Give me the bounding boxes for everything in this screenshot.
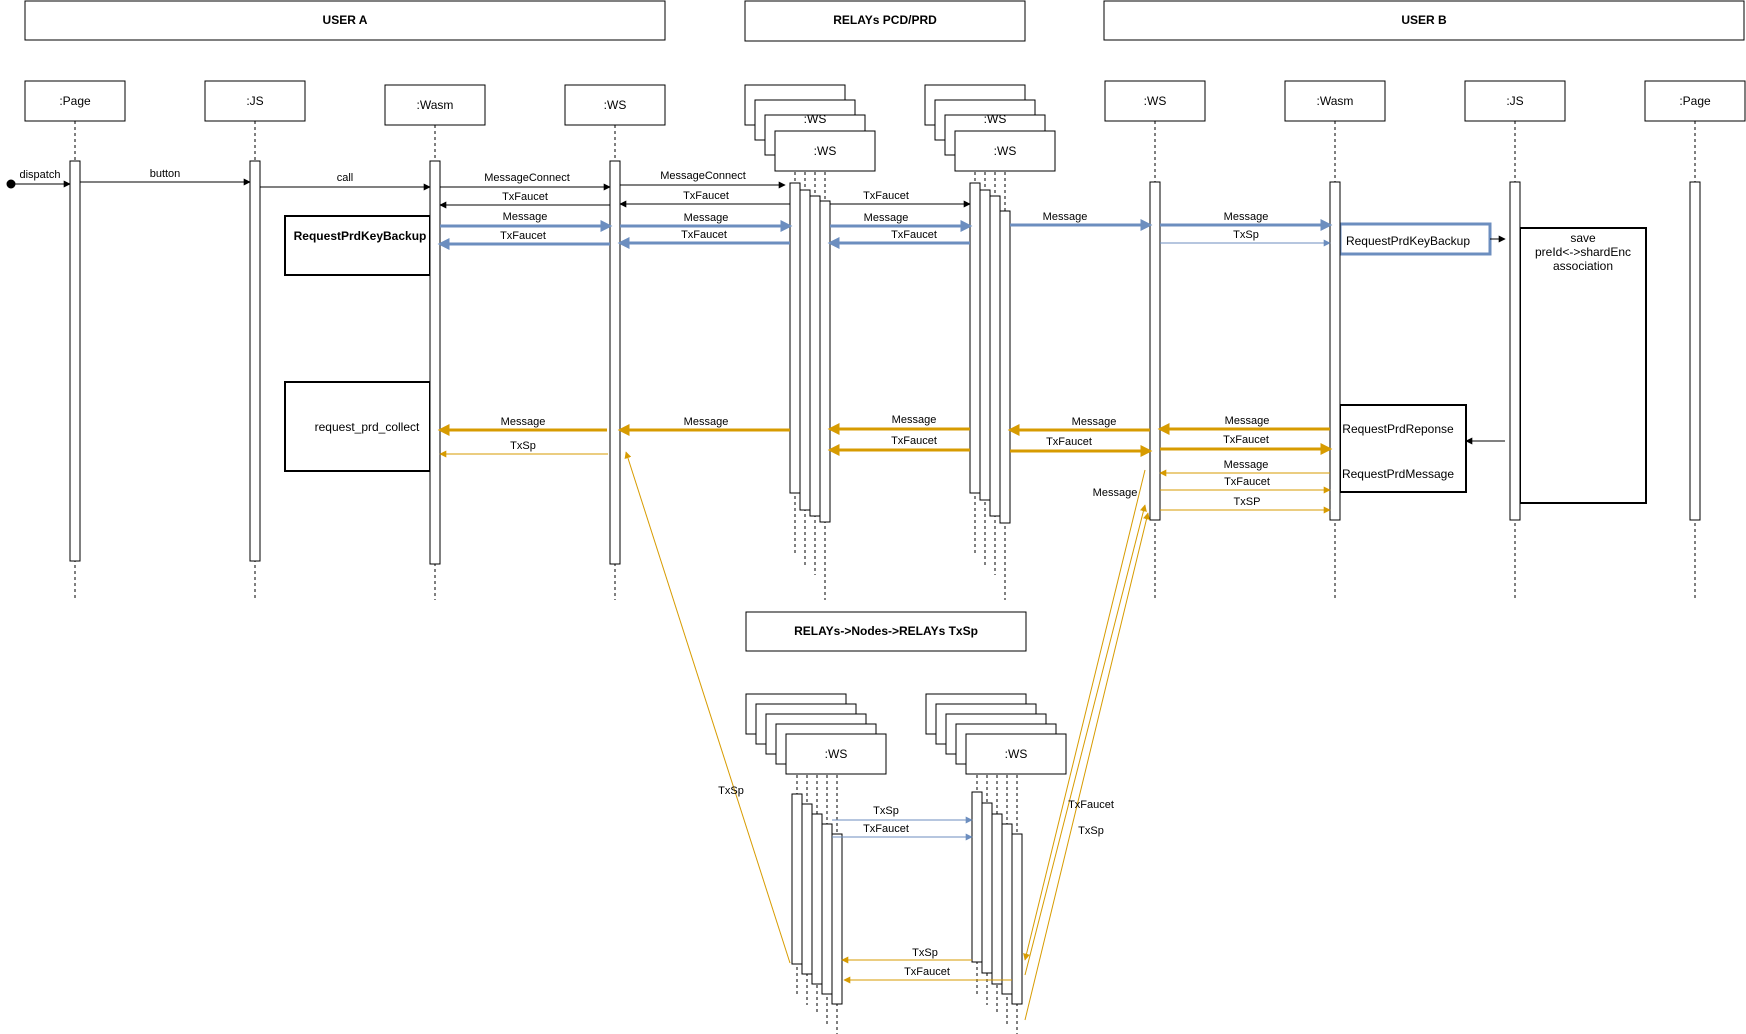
participant-b-ws: :WS	[1104, 80, 1206, 122]
msg-message-5: Message	[1224, 211, 1269, 223]
msg-faucet-3: TxFaucet	[863, 190, 909, 202]
note-a-request-collect-label: request_prd_collect	[315, 420, 420, 434]
participant-b-js-label: :JS	[1506, 94, 1523, 108]
msg-node-faucet: TxFaucet	[863, 823, 909, 835]
group-relays-nodes: RELAYs->Nodes->RELAYs TxSp	[745, 611, 1027, 652]
msg-node-ret-faucet: TxFaucet	[904, 966, 950, 978]
participant-b-wasm: :Wasm	[1284, 80, 1386, 122]
relay1-hidden-label: :WS	[804, 112, 827, 126]
note-b-response: RequestPrdReponse RequestPrdMessage	[1339, 404, 1467, 493]
group-relays-label: RELAYs PCD/PRD	[833, 13, 937, 27]
msg-bfaucet-1: TxFaucet	[500, 230, 546, 242]
participant-relay2-stack: :WS :WS	[924, 84, 1056, 172]
participant-a-page: :Page	[24, 80, 126, 122]
msg-node-ret-txsp: TxSp	[912, 947, 938, 959]
group-relays: RELAYs PCD/PRD	[744, 0, 1026, 42]
participant-node1-stack: :WS	[745, 693, 887, 775]
participants: :Page :JS :Wasm :WS :WS :WS :WS	[24, 80, 1746, 775]
msg-txsp-b: TxSp	[1233, 229, 1259, 241]
msg-ret-txsp-a: TxSp	[510, 440, 536, 452]
participant-b-ws-label: :WS	[1144, 94, 1167, 108]
note-a-request-backup-label: RequestPrdKeyBackup	[294, 229, 427, 243]
msg-node-txsp: TxSp	[873, 805, 899, 817]
msg-faucet-1: TxFaucet	[502, 191, 548, 203]
note-b-request-backup: RequestPrdKeyBackup	[1338, 222, 1492, 256]
participant-b-page-label: :Page	[1679, 94, 1711, 108]
orange-messages	[437, 423, 1333, 1021]
participant-b-js: :JS	[1464, 80, 1566, 122]
participant-relay1-ws-label: :WS	[814, 144, 837, 158]
note-b-save-line-1: save	[1570, 231, 1596, 245]
note-a-request-backup: RequestPrdKeyBackup	[284, 215, 431, 276]
group-user-a: USER A	[24, 0, 666, 41]
msg-message-3: Message	[864, 212, 909, 224]
note-b-message-label: RequestPrdMessage	[1342, 467, 1454, 481]
msg-ret-faucet-3: TxFaucet	[1223, 434, 1269, 446]
note-b-save-line-3: association	[1553, 259, 1613, 273]
msg-ret-message-4: Message	[1072, 416, 1117, 428]
participant-a-wasm-label: :Wasm	[417, 98, 454, 112]
msg-faucet-2: TxFaucet	[683, 190, 729, 202]
msg-b-message-small: Message	[1224, 459, 1269, 471]
participant-a-wasm: :Wasm	[384, 84, 486, 126]
group-user-b: USER B	[1103, 0, 1745, 41]
participant-a-ws-label: :WS	[604, 98, 627, 112]
msg-bfaucet-2: TxFaucet	[681, 229, 727, 241]
msg-b-message-side: Message	[1093, 487, 1138, 499]
msg-ret-faucet-1: TxFaucet	[891, 435, 937, 447]
group-relays-nodes-label: RELAYs->Nodes->RELAYs TxSp	[794, 624, 978, 638]
note-b-save-line-2: preId<->shardEnc	[1535, 245, 1631, 259]
participant-a-page-label: :Page	[59, 94, 91, 108]
msg-dispatch: dispatch	[20, 169, 61, 181]
msg-connect-1: MessageConnect	[484, 172, 570, 184]
note-b-save: save preId<->shardEnc association	[1519, 227, 1647, 504]
msg-message-4: Message	[1043, 211, 1088, 223]
msg-message-1: Message	[503, 211, 548, 223]
msg-long-txsp: TxSp	[718, 785, 744, 797]
participant-relay2-ws-label: :WS	[994, 144, 1017, 158]
activations	[69, 160, 1701, 1005]
note-b-response-label: RequestPrdReponse	[1342, 422, 1454, 436]
participant-b-wasm-label: :Wasm	[1317, 94, 1354, 108]
note-a-request-collect: request_prd_collect	[284, 381, 431, 472]
msg-ret-message-2: Message	[684, 416, 729, 428]
note-b-request-backup-label: RequestPrdKeyBackup	[1346, 234, 1470, 248]
participant-node2-ws-label: :WS	[1005, 747, 1028, 761]
blue-messages	[437, 219, 1333, 841]
msg-message-2: Message	[684, 212, 729, 224]
participant-node1-ws-label: :WS	[825, 747, 848, 761]
participant-a-js-label: :JS	[246, 94, 263, 108]
msg-b-txsp-small: TxSP	[1234, 496, 1261, 508]
participant-a-js: :JS	[204, 80, 306, 122]
msg-long-txsp-2: TxSp	[1078, 825, 1104, 837]
msg-ret-message-1: Message	[501, 416, 546, 428]
msg-button: button	[150, 168, 181, 180]
msg-long-faucet: TxFaucet	[1068, 799, 1114, 811]
orange-message-labels: Message Message Message Message Message …	[501, 414, 1270, 978]
black-messages	[6, 178, 1506, 445]
msg-b-faucet-small: TxFaucet	[1224, 476, 1270, 488]
msg-bfaucet-3: TxFaucet	[891, 229, 937, 241]
participant-node2-stack: :WS	[925, 693, 1067, 775]
notes: RequestPrdKeyBackup request_prd_collect …	[284, 215, 1647, 504]
participant-relay1-stack: :WS :WS	[744, 84, 876, 172]
group-user-a-label: USER A	[323, 13, 368, 27]
group-user-b-label: USER B	[1401, 13, 1447, 27]
msg-call: call	[337, 172, 354, 184]
msg-ret-message-3: Message	[892, 414, 937, 426]
msg-ret-faucet-2: TxFaucet	[1046, 436, 1092, 448]
participant-b-page: :Page	[1644, 80, 1746, 122]
relay2-hidden-label: :WS	[984, 112, 1007, 126]
blue-message-labels: Message Message Message Message Message …	[500, 211, 1268, 835]
black-message-labels: dispatch button call MessageConnect Mess…	[20, 168, 909, 203]
msg-ret-message-5: Message	[1225, 415, 1270, 427]
msg-connect-2: MessageConnect	[660, 170, 746, 182]
participant-a-ws: :WS	[564, 84, 666, 126]
